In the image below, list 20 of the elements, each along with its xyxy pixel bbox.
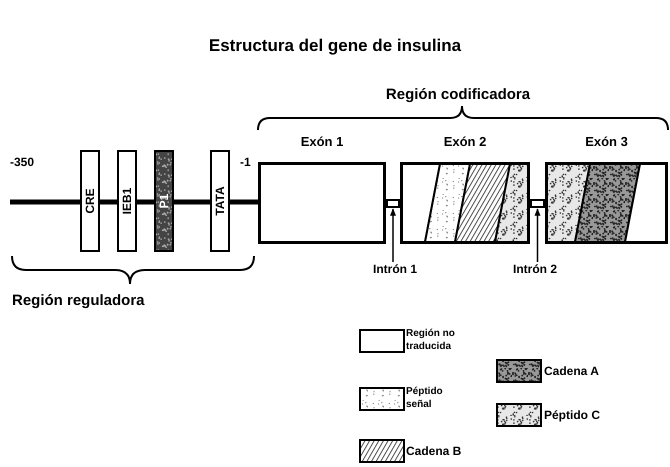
region-label: Región reguladora <box>12 292 145 309</box>
leader-arrow <box>390 208 396 262</box>
legend-text: Región no traducida <box>406 327 456 353</box>
regulatory-element-box: CRE <box>80 150 100 252</box>
leader-arrow <box>534 208 540 262</box>
intron-box <box>386 199 400 208</box>
intron-label: Intrón 1 <box>363 262 427 278</box>
title: Estructura del gene de insulina <box>208 36 462 56</box>
position-label: -1 <box>240 155 251 169</box>
legend-text: Cadena A <box>544 364 599 378</box>
legend-text: Cadena B <box>406 444 462 458</box>
intron-label: Intrón 2 <box>503 262 567 278</box>
regulatory-element-box: TATA <box>210 150 230 252</box>
region-label: Región codificadora <box>384 86 532 103</box>
position-label: -350 <box>10 155 34 169</box>
legend-text: Péptido C <box>544 408 600 422</box>
regulatory-element-box: P1 <box>154 150 174 252</box>
regulatory-element-box: IEB1 <box>117 150 137 252</box>
legend-text: Péptido señal <box>406 385 444 411</box>
intron-box <box>530 199 545 208</box>
